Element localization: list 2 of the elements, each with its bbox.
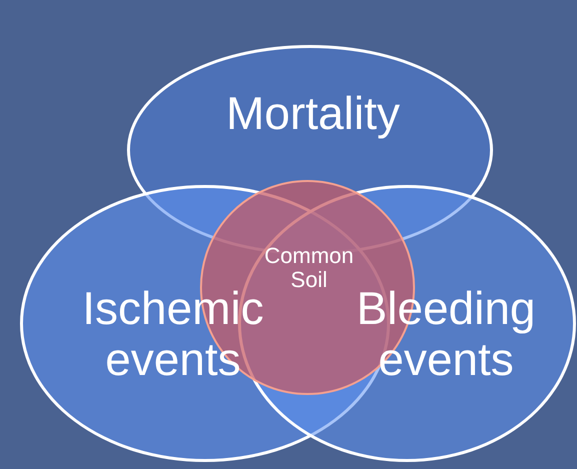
circle-label: Common Soil	[263, 244, 355, 292]
circle-label: Mortality	[225, 88, 401, 139]
